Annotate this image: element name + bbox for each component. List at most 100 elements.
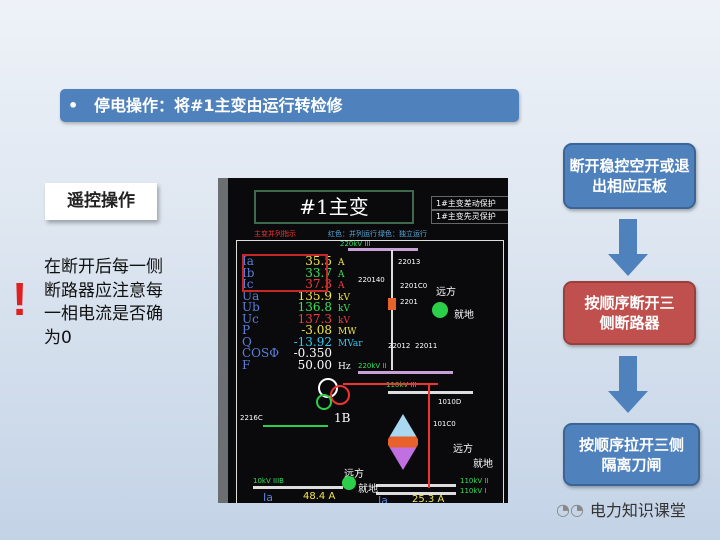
bus-label: 110kV II: [460, 477, 489, 485]
measurement-row: Ia 35.5 A: [242, 254, 345, 269]
bus-label: 220kV II: [358, 362, 387, 370]
switch-label: 2216C: [240, 414, 263, 422]
measurement-value: -3.08: [301, 323, 332, 337]
bottom-reading-key: Ia: [263, 491, 273, 503]
feeder-line: [343, 383, 438, 385]
bus-bar: [358, 371, 453, 374]
remote-local-switch-icon: [432, 302, 448, 318]
bus-label: 110kV I: [460, 487, 487, 495]
bus-bar: [376, 484, 456, 487]
switch-label: 22011: [415, 342, 438, 350]
measurement-unit: A: [338, 269, 345, 280]
measurement-value: 35.5: [305, 254, 332, 268]
switch-label: 2201: [400, 298, 418, 306]
bus-label: 10kV IIIB: [253, 477, 284, 485]
measurement-row: COSΦ -0.350: [242, 346, 338, 361]
measurement-unit: A: [338, 258, 345, 268]
legend-label: 绿色：独立运行: [378, 230, 427, 238]
measurement-key: P: [242, 323, 251, 337]
switch-label: 22013: [398, 258, 421, 266]
measurement-unit: kV: [338, 292, 350, 303]
switch-label: 2201C0: [400, 282, 428, 290]
flow-step-1: 断开稳控空开或退出相应压板: [563, 143, 696, 209]
measurement-value: 136.8: [297, 300, 332, 314]
transformer-icon: [316, 394, 332, 410]
scada-screen-photo: #1主变 1#主变差动保护 1#主变先灵保护 主变并列指示 红色：并列运行 绿色…: [218, 178, 508, 503]
switch-label: 1010D: [438, 398, 462, 406]
measurement-row: P -3.08 MW: [242, 323, 357, 338]
bus-bar: [376, 492, 456, 495]
measurement-key: Ub: [242, 300, 260, 314]
bullet: •: [68, 96, 79, 115]
measurement-row: Ua 135.9 kV: [242, 288, 350, 304]
remote-local-switch-icon: [342, 476, 356, 490]
local-label: 就地: [473, 459, 493, 470]
bottom-reading-key: Ia: [378, 494, 388, 503]
bus-label: 220kV III: [340, 240, 371, 248]
legend-label: 红色：并列运行: [328, 230, 377, 238]
protection-label: 1#主变先灵保护: [431, 209, 508, 224]
screen-title: #1主变: [254, 190, 414, 224]
measurement-key: COSΦ: [242, 346, 280, 360]
flow-step-2: 按顺序断开三侧断路器: [563, 281, 696, 345]
switch-label: 101C0: [433, 420, 456, 428]
measurement-key: Ib: [242, 265, 255, 280]
measurement-unit: MVar: [338, 338, 363, 349]
measurement-key: Ia: [242, 254, 254, 268]
watermark: ◔◔ 电力知识课堂: [556, 497, 686, 521]
switch-label: 22012: [388, 342, 411, 350]
transformer-icon: [330, 385, 350, 405]
measurement-value: 33.7: [305, 265, 332, 280]
measurement-unit: kV: [338, 304, 350, 314]
bus-bar: [253, 486, 343, 489]
remote-label: 远方: [344, 469, 364, 480]
switch-label: 220140: [358, 276, 385, 284]
bottom-reading-value: 25.3 A: [412, 494, 445, 503]
measurement-value: 50.00: [297, 357, 332, 372]
measurement-row: Ib 33.7 A: [242, 265, 345, 281]
measurement-unit: MW: [338, 327, 357, 337]
remote-operation-label: 遥控操作: [45, 183, 157, 220]
slide-title-bar: • 停电操作：将#1主变由运行转检修: [60, 89, 519, 122]
down-arrow-icon: [608, 356, 648, 413]
measurement-row: Uc 137.3 kV: [242, 311, 350, 327]
remote-label: 远方: [436, 287, 456, 298]
measurement-unit: Hz: [338, 361, 351, 372]
measurement-key: Ic: [242, 277, 254, 291]
feeder-line: [263, 425, 328, 427]
remote-label: 远方: [453, 444, 473, 455]
feeder-line: [428, 383, 430, 488]
measurement-value: -13.92: [293, 334, 332, 349]
local-label: 就地: [358, 484, 378, 495]
highlight-box: [242, 254, 328, 292]
flow-step-3: 按顺序拉开三侧隔离刀闸: [563, 423, 700, 486]
slide-title: 停电操作：将#1主变由运行转检修: [94, 96, 343, 115]
feeder-line: [391, 250, 393, 370]
down-arrow-icon: [608, 219, 648, 276]
watermark-text: 电力知识课堂: [589, 501, 686, 520]
measurement-row: Ub 136.8 kV: [242, 300, 350, 315]
legend-label: 主变并列指示: [254, 230, 296, 238]
bus-bar: [348, 248, 418, 251]
bus-bar: [388, 391, 473, 394]
measurement-key: Ua: [242, 288, 260, 303]
transformer-label: 1B: [334, 411, 351, 425]
measurement-unit: kV: [338, 315, 350, 326]
measurement-row: Q -13.92 MVar: [242, 334, 363, 350]
measurement-value: -0.350: [293, 346, 332, 360]
diagram-frame: [236, 240, 504, 503]
protection-label: 1#主变差动保护: [431, 196, 508, 211]
local-label: 就地: [454, 310, 474, 321]
measurement-key: Q: [242, 334, 252, 349]
wechat-icon: ◔◔: [556, 499, 584, 519]
measurement-value: 137.3: [297, 311, 332, 326]
measurement-value: 135.9: [297, 288, 332, 303]
measurement-key: Uc: [242, 311, 259, 326]
breaker-icon: [388, 298, 396, 310]
bottom-reading-value: 48.4 A: [303, 491, 336, 502]
bus-label: 110kV III: [386, 381, 417, 389]
caution-note: 在断开后每一侧断路器应注意每一相电流是否确为0: [44, 257, 163, 348]
measurement-key: F: [242, 357, 251, 372]
measurement-row: F 50.00 Hz: [242, 357, 351, 373]
